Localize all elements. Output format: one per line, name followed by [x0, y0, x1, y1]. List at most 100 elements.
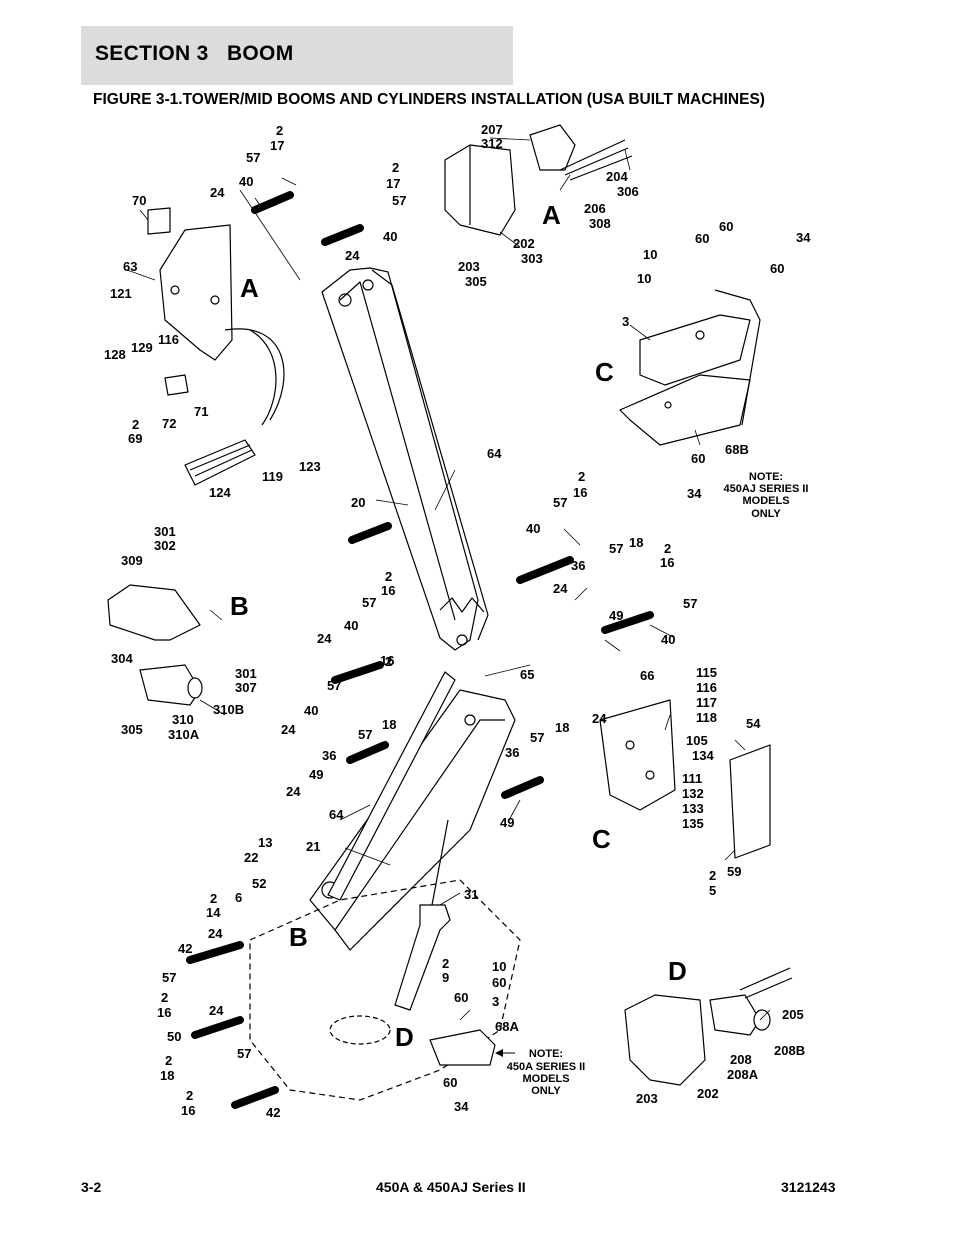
part-number-label: 68A	[495, 1019, 519, 1034]
svg-text:ONLY: ONLY	[531, 1085, 561, 1097]
part-number-label: 2	[578, 469, 585, 484]
part-number-label: 54	[746, 716, 761, 731]
part-number-label: 64	[329, 807, 344, 822]
part-number-label: 305	[121, 722, 143, 737]
part-number-label: 111	[682, 771, 702, 786]
part-number-label: 123	[299, 459, 321, 474]
part-number-label: 116	[158, 332, 179, 347]
part-number-label: 116	[696, 680, 717, 695]
callout-letter-a: A	[240, 273, 259, 303]
callout-letter-d: D	[668, 956, 687, 986]
part-number-label: 115	[696, 665, 717, 680]
part-number-label: 133	[682, 801, 704, 816]
part-number-label: 16	[157, 1005, 171, 1020]
callout-letter-a: A	[542, 200, 561, 230]
part-number-label: 117	[696, 695, 717, 710]
svg-text:MODELS: MODELS	[742, 495, 789, 507]
part-number-label: 57	[162, 970, 176, 985]
part-number-label: 24	[210, 185, 225, 200]
svg-text:MODELS: MODELS	[522, 1073, 569, 1085]
part-number-label: 207	[481, 122, 503, 137]
part-number-label: 49	[609, 608, 623, 623]
part-number-label: 128	[104, 347, 126, 362]
part-number-label: 60	[454, 990, 468, 1005]
part-number-label: 2	[165, 1053, 172, 1068]
part-number-label: 118	[696, 710, 717, 725]
part-number-label: 302	[154, 538, 176, 553]
part-number-label: 57	[362, 595, 376, 610]
part-number-label: 308	[589, 216, 611, 231]
part-number-label: 18	[382, 717, 396, 732]
part-number-label: 60	[695, 231, 709, 246]
svg-text:450A SERIES II: 450A SERIES II	[507, 1061, 585, 1073]
part-number-label: 31	[464, 887, 478, 902]
part-number-label: 16	[660, 555, 674, 570]
svg-text:NOTE:: NOTE:	[529, 1048, 563, 1060]
part-number-label: 40	[661, 632, 675, 647]
note-450aj: NOTE: 450AJ SERIES II MODELS ONLY	[724, 471, 809, 520]
part-number-label: 24	[345, 248, 360, 263]
part-number-label: 24	[553, 581, 568, 596]
part-number-label: 49	[309, 767, 323, 782]
part-number-label: 203	[636, 1091, 658, 1106]
part-number-label: 2	[709, 868, 716, 883]
part-number-label: 57	[392, 193, 406, 208]
part-number-label: 49	[500, 815, 514, 830]
part-number-label: 40	[526, 521, 540, 536]
svg-text:450AJ SERIES II: 450AJ SERIES II	[724, 483, 809, 495]
part-number-label: 119	[262, 469, 283, 484]
part-number-label: 2	[385, 654, 392, 669]
part-number-label: 24	[592, 711, 607, 726]
part-number-label: 6	[235, 890, 242, 905]
part-number-label: 60	[691, 451, 705, 466]
part-number-label: 60	[770, 261, 784, 276]
part-number-label: 208B	[774, 1043, 805, 1058]
part-number-label: 2	[385, 569, 392, 584]
part-number-label: 9	[442, 970, 449, 985]
part-number-label: 24	[208, 926, 223, 941]
section-header-bar: SECTION 3 BOOM	[81, 26, 513, 85]
svg-text:NOTE:: NOTE:	[749, 471, 783, 483]
part-number-label: 50	[167, 1029, 181, 1044]
callout-letter-b: B	[230, 591, 249, 621]
part-number-label: 70	[132, 193, 146, 208]
part-number-label: 10	[643, 247, 657, 262]
part-number-label: 2	[132, 417, 139, 432]
part-number-label: 64	[487, 446, 502, 461]
part-number-label: 10	[492, 959, 506, 974]
part-number-label: 2	[442, 956, 449, 971]
part-number-label: 52	[252, 876, 266, 891]
part-number-label: 17	[270, 138, 284, 153]
part-number-label: 22	[244, 850, 258, 865]
part-number-label: 72	[162, 416, 176, 431]
part-number-label: 34	[454, 1099, 469, 1114]
note-450a: NOTE: 450A SERIES II MODELS ONLY	[495, 1048, 585, 1097]
part-number-label: 2	[161, 990, 168, 1005]
part-number-label: 3	[492, 994, 499, 1009]
part-number-label: 17	[386, 176, 400, 191]
part-number-label: 303	[521, 251, 543, 266]
part-number-label: 24	[317, 631, 332, 646]
part-number-label: 310B	[213, 702, 244, 717]
part-number-label: 121	[110, 286, 132, 301]
part-number-label: 129	[131, 340, 153, 355]
part-number-label: 309	[121, 553, 143, 568]
part-number-label: 13	[258, 835, 272, 850]
part-number-label: 36	[571, 558, 585, 573]
part-number-label: 40	[344, 618, 358, 633]
part-number-label: 57	[237, 1046, 251, 1061]
part-number-label: 24	[286, 784, 301, 799]
part-number-label: 3	[622, 314, 629, 329]
part-number-label: 57	[553, 495, 567, 510]
figure-title: FIGURE 3-1.TOWER/MID BOOMS AND CYLINDERS…	[93, 91, 765, 108]
part-number-label: 208A	[727, 1067, 759, 1082]
part-number-label: 16	[573, 485, 587, 500]
part-number-label: 57	[609, 541, 623, 556]
part-number-label: 301	[235, 666, 257, 681]
part-number-label: 2	[186, 1088, 193, 1103]
part-number-label: 10	[637, 271, 651, 286]
callout-letters: A A B B C C D D	[230, 200, 687, 1052]
part-number-label: 68B	[725, 442, 749, 457]
